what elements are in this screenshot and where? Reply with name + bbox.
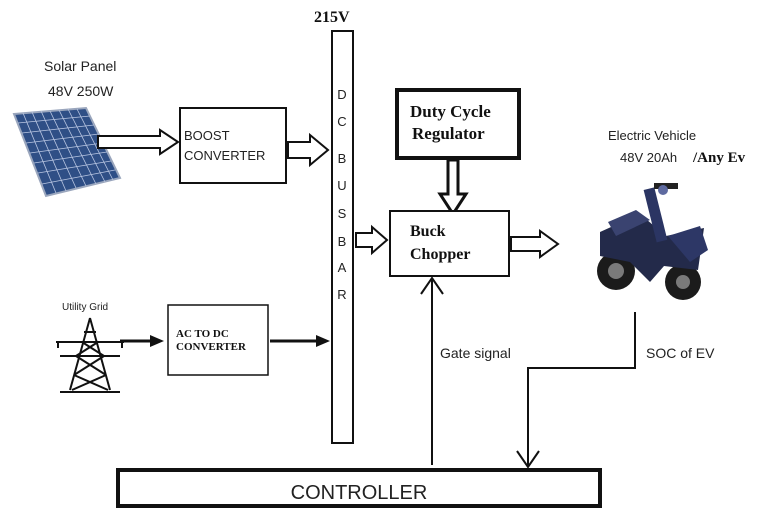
arrow-boost-to-bus	[288, 135, 328, 165]
acdc-converter-box	[168, 305, 268, 375]
arrow-grid-to-acdc	[120, 335, 164, 347]
acdc-converter-label-1: AC TO DC	[176, 328, 229, 340]
arrow-buck-to-ev	[511, 231, 558, 257]
dc-bus-letter: A	[338, 260, 347, 275]
duty-cycle-label-2: Regulator	[412, 124, 485, 143]
buck-chopper-box	[390, 211, 509, 276]
boost-converter-label-1: BOOST	[184, 128, 230, 143]
utility-grid-title: Utility Grid	[62, 302, 108, 313]
dc-bus-letter: U	[337, 178, 346, 193]
arrow-solar-to-boost	[98, 130, 178, 154]
ev-title: Electric Vehicle	[608, 128, 696, 143]
dc-bus-letter: B	[338, 234, 347, 249]
arrow-acdc-to-bus	[270, 335, 330, 347]
bus-voltage-label: 215V	[314, 9, 350, 26]
ev-any-label: /Any Ev	[692, 150, 746, 166]
arrow-duty-to-buck	[440, 160, 466, 214]
arrow-bus-to-buck	[356, 227, 387, 253]
dc-bus-letter: B	[338, 151, 347, 166]
boost-converter-box	[180, 108, 286, 183]
duty-cycle-label-1: Duty Cycle	[410, 102, 491, 121]
solar-panel-rating: 48V 250W	[48, 83, 114, 99]
soc-label: SOC of EV	[646, 345, 715, 361]
buck-chopper-label-1: Buck	[410, 223, 446, 240]
solar-panel-icon	[14, 108, 120, 196]
dc-bus-letter: R	[337, 287, 346, 302]
ev-rating: 48V 20Ah	[620, 150, 677, 165]
dc-bus-letter: D	[337, 87, 346, 102]
boost-converter-label-2: CONVERTER	[184, 148, 265, 163]
electric-scooter-icon	[597, 183, 708, 300]
gate-signal-label: Gate signal	[440, 345, 511, 361]
soc-feedback-arrow	[517, 312, 635, 467]
gate-signal-arrow	[421, 278, 443, 465]
solar-panel-title: Solar Panel	[44, 58, 116, 74]
acdc-converter-label-2: CONVERTER	[176, 341, 247, 353]
transmission-tower-icon	[56, 318, 124, 392]
dc-bus-letter: C	[337, 114, 346, 129]
controller-label: CONTROLLER	[291, 482, 428, 504]
buck-chopper-label-2: Chopper	[410, 246, 470, 263]
dc-bus-letter: S	[338, 206, 347, 221]
